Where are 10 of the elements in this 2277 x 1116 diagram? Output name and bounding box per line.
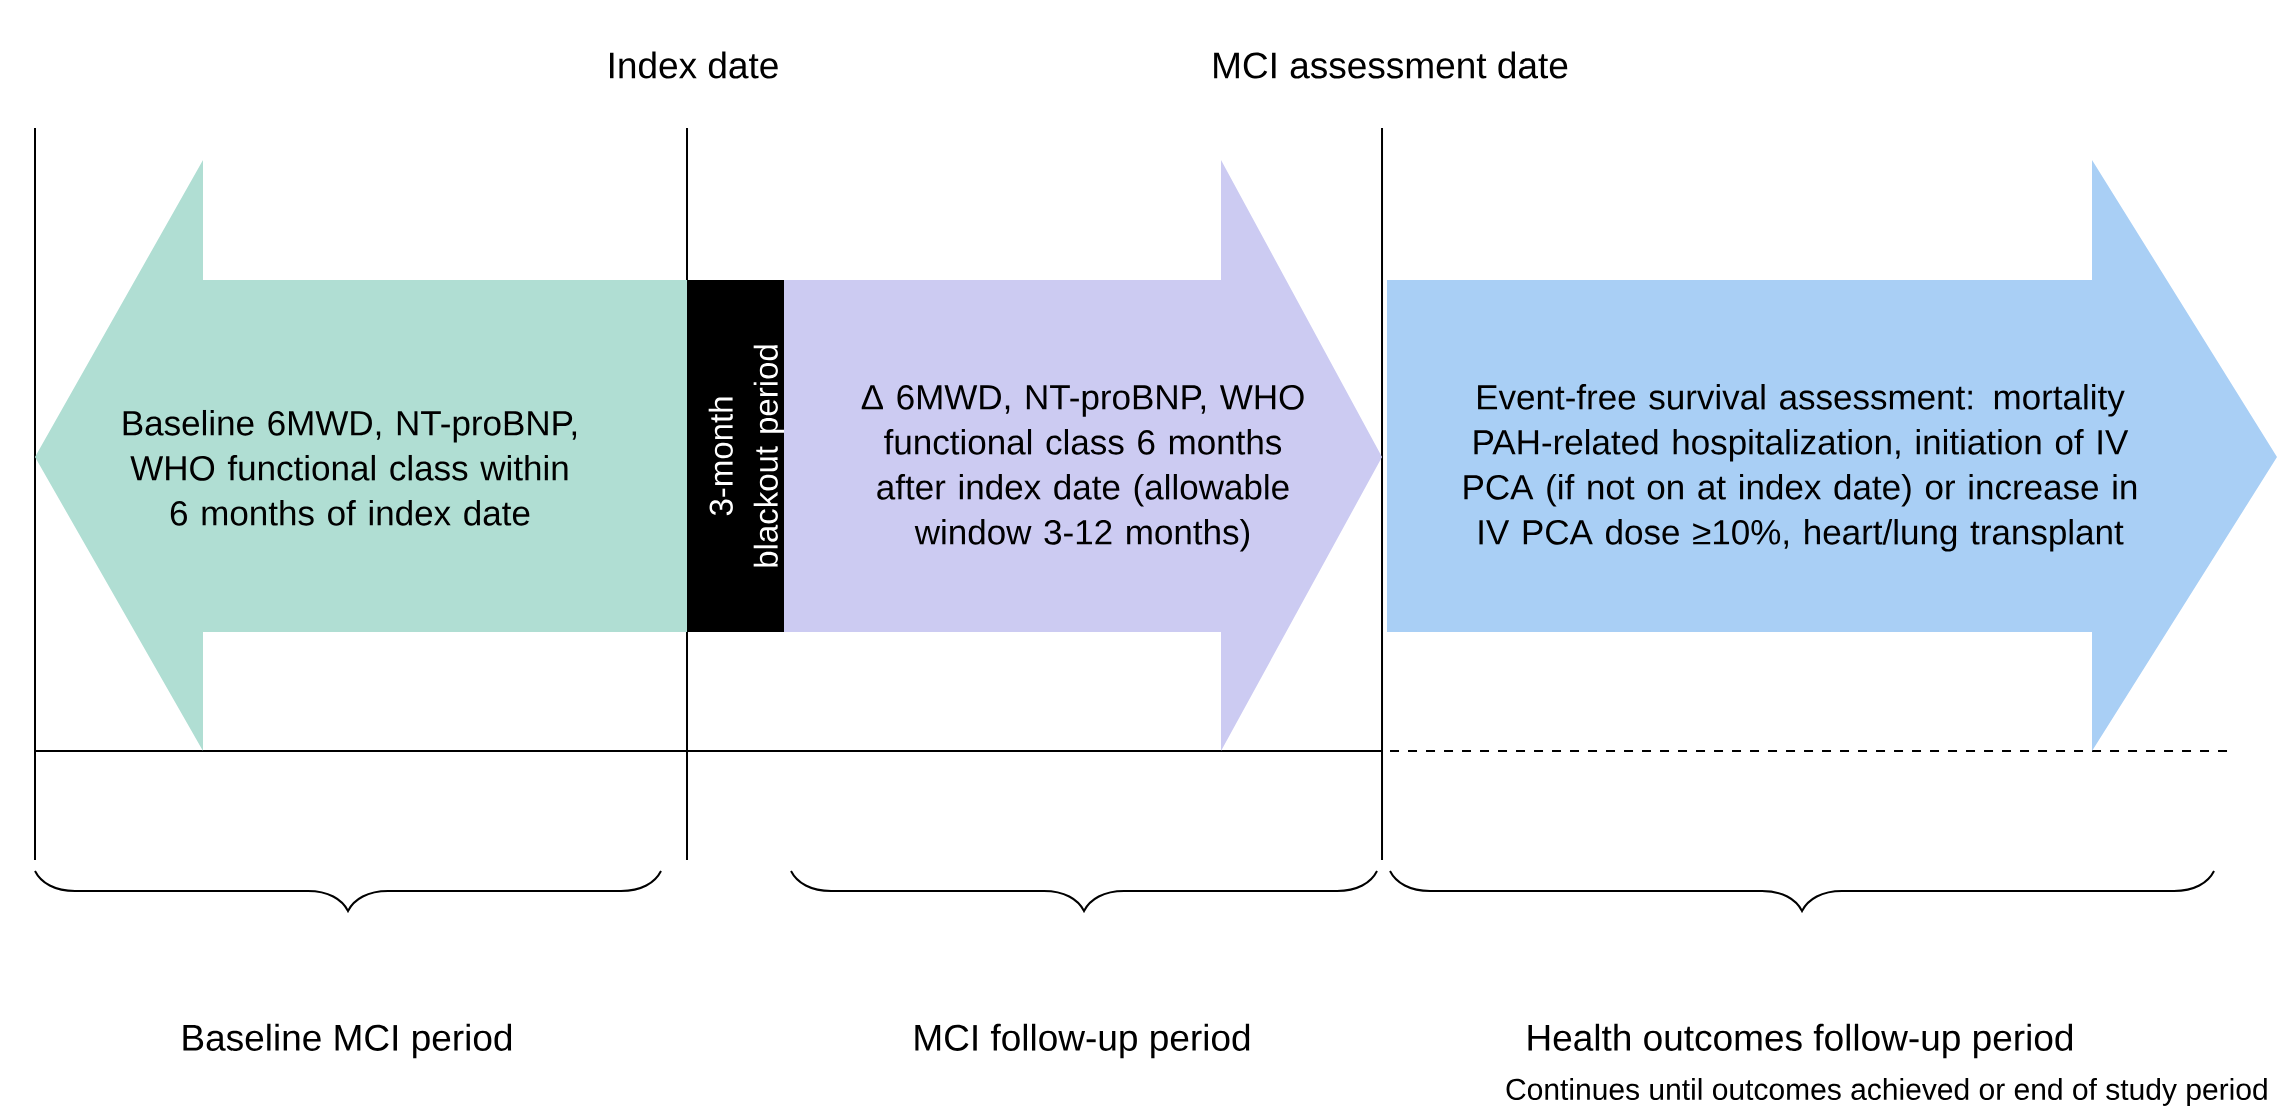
note-text: Continues until outcomes achieved or end of study period [1506,1078,2267,1106]
date-label: Index date [610,51,778,79]
period-label: Baseline MCI period [183,1023,512,1059]
period-band: Δ 6MWD, NT-proBNP, WHO functional class 6 months after index date (allowable window 3-12 months) [784,160,1382,751]
date-label: MCI assessment date [1214,51,1568,79]
period-band: Event-free survival assessment: mortality PAH-related hospitalization, initiation of IV PCA (if not on at index date) or increase in IV PCA dose ≥10%, heart/lung transplant [1387,160,2277,751]
period-band: Baseline 6MWD, NT-proBNP, WHO functional class within 6 months of index date [35,160,687,751]
period-label: MCI follow-up period [915,1023,1250,1059]
blackout-bar: 3-month blackout period [687,280,785,632]
period-label: Health outcomes follow-up period [1528,1023,2073,1059]
